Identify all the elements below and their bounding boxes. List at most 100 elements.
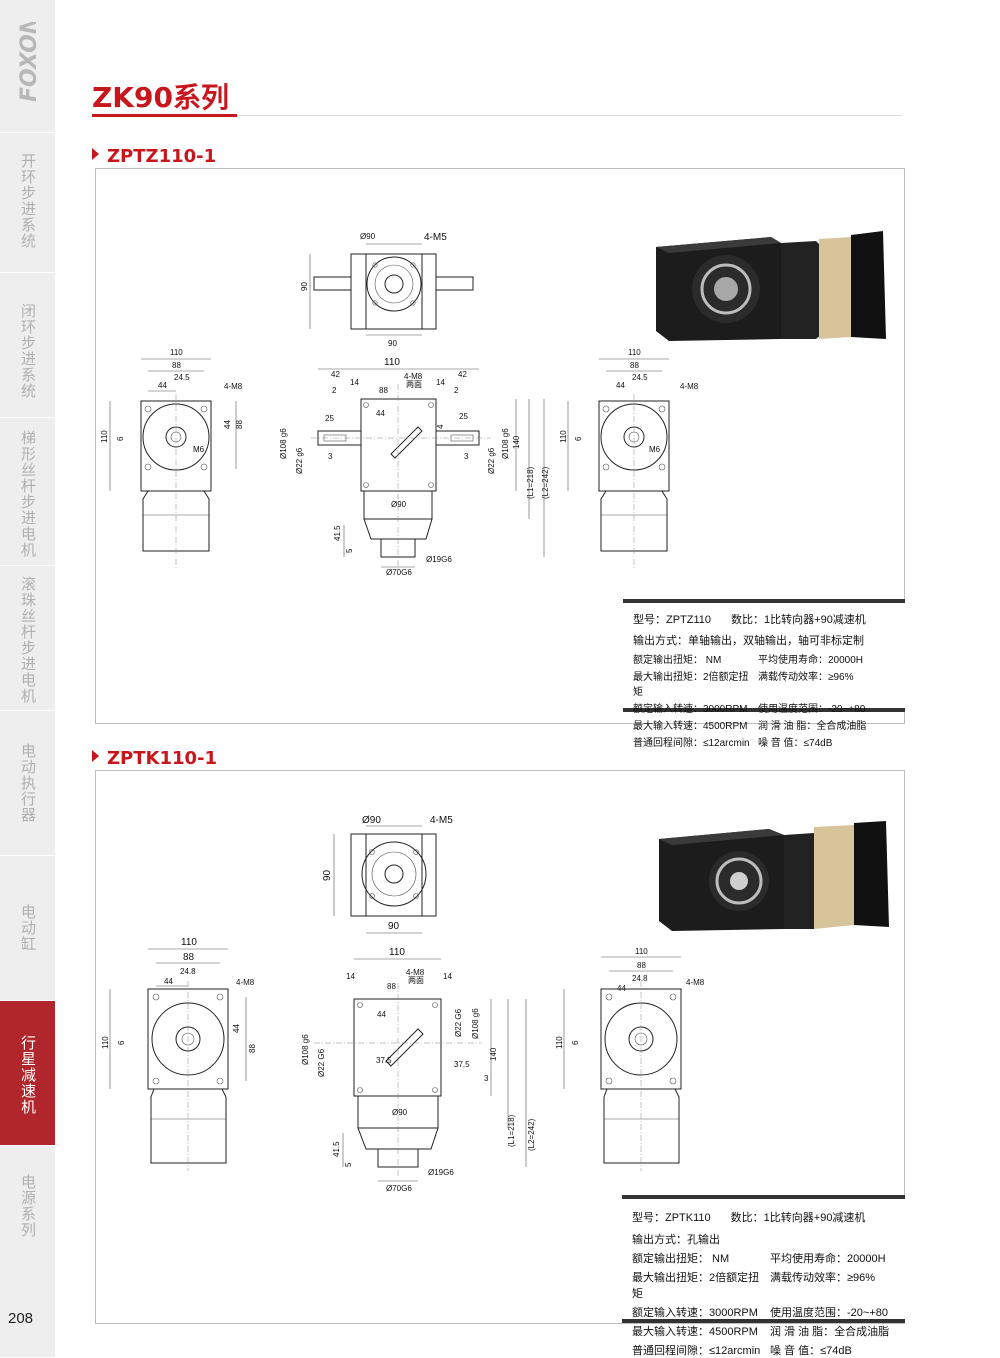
svg-text:42: 42 (458, 370, 467, 379)
svg-text:Ø22 g6: Ø22 g6 (487, 447, 496, 474)
svg-text:37.5: 37.5 (376, 1056, 392, 1065)
svg-text:5: 5 (345, 548, 354, 553)
svg-text:44: 44 (164, 977, 173, 986)
spec-item: 使用温度范围：-20~+80 (770, 1307, 888, 1319)
svg-text:110: 110 (628, 348, 641, 357)
sidebar-item-actuator[interactable]: 电动执行器 (0, 710, 55, 855)
spec-item: 普通回程间隙：≤12arcmin (633, 738, 750, 749)
svg-text:110: 110 (384, 357, 400, 368)
sidebar-item-power-supply[interactable]: 电源系列 (0, 1145, 55, 1290)
svg-text:6: 6 (116, 436, 125, 441)
technical-drawing-zptk: Ø90 4-M5 90 90 110 88 44 24.8 4-M8 110 (101, 815, 705, 1193)
svg-text:Ø108 g6: Ø108 g6 (279, 428, 288, 459)
center-view: 110 42 14 2 88 14 42 2 4-M8 两面 44 25 25 … (279, 357, 550, 577)
svg-text:6: 6 (117, 1040, 126, 1045)
spec-item: 满载传动效率：≥96% (770, 1272, 876, 1284)
brand-logo: FOXON (17, 22, 42, 102)
svg-text:41.5: 41.5 (332, 1141, 341, 1157)
svg-text:Ø90: Ø90 (360, 232, 376, 241)
svg-text:88: 88 (235, 420, 244, 429)
svg-text:3: 3 (328, 452, 333, 461)
svg-text:140: 140 (489, 1047, 498, 1061)
svg-text:两面: 两面 (406, 380, 422, 389)
svg-text:14: 14 (346, 972, 355, 981)
page-number: 208 (8, 1310, 34, 1327)
svg-text:Ø22 g6: Ø22 g6 (295, 447, 304, 474)
svg-text:44: 44 (377, 1010, 386, 1019)
svg-text:110: 110 (389, 947, 405, 958)
svg-text:24.8: 24.8 (180, 967, 196, 976)
svg-text:Ø22 G6: Ø22 G6 (454, 1008, 463, 1037)
technical-drawing-zptz: Ø90 4-M5 90 90 110 88 44 24.5 4-M8 110 (100, 232, 699, 577)
spec-item: 额定输出扭矩： NM (633, 655, 722, 666)
spec-item: 润 滑 油 脂：全合成油脂 (758, 721, 867, 732)
svg-text:44: 44 (616, 381, 625, 390)
svg-text:(L2=242): (L2=242) (541, 466, 550, 499)
sidebar-item-label: 电源系列 (19, 1174, 36, 1238)
spec-output: 输出方式：单轴输出，双轴输出，轴可非标定制 (633, 635, 864, 647)
svg-text:24.5: 24.5 (632, 373, 648, 382)
spec-item: 平均使用寿命：20000H (770, 1253, 886, 1265)
svg-text:(L2=242): (L2=242) (527, 1118, 536, 1151)
left-view: 110 88 44 24.5 4-M8 110 6 44 88 M6 (100, 348, 244, 569)
spec-model: 型号：ZPTK110 (632, 1212, 711, 1224)
top-view: Ø90 4-M5 90 90 (300, 232, 474, 348)
svg-text:88: 88 (387, 982, 396, 991)
svg-text:88: 88 (630, 361, 639, 370)
svg-text:4-M8: 4-M8 (406, 968, 425, 977)
svg-text:14: 14 (350, 378, 359, 387)
svg-text:25: 25 (459, 412, 468, 421)
sidebar-item-open-loop[interactable]: 开环步进系统 (0, 132, 55, 272)
svg-text:M6: M6 (649, 445, 661, 454)
svg-text:24.5: 24.5 (174, 373, 190, 382)
sidebar-item-label: 梯形丝杆步进电机 (19, 430, 36, 558)
product-photo-zptz (656, 231, 886, 341)
svg-text:2: 2 (332, 386, 337, 395)
svg-text:42: 42 (331, 370, 340, 379)
top-view: Ø90 4-M5 90 90 (322, 815, 453, 934)
svg-text:24.8: 24.8 (632, 974, 648, 983)
svg-text:两面: 两面 (408, 976, 424, 985)
svg-text:110: 110 (635, 947, 648, 956)
section-title-zptz: ZPTZ110-1 (92, 146, 216, 167)
sidebar-item-planetary-reducer[interactable]: 行星减速机 (0, 1000, 55, 1145)
svg-text:90: 90 (388, 339, 397, 348)
svg-text:110: 110 (559, 430, 568, 443)
svg-text:4-M8: 4-M8 (680, 382, 699, 391)
sidebar-item-label: 滚珠丝杆步进电机 (19, 576, 36, 704)
sidebar-item-closed-loop[interactable]: 闭环步进系统 (0, 272, 55, 417)
spec-item: 最大输入转速：4500RPM (633, 721, 748, 732)
svg-text:4-M8: 4-M8 (404, 372, 423, 381)
sidebar-item-cylinder[interactable]: 电动缸 (0, 855, 55, 1000)
svg-text:44: 44 (223, 420, 232, 429)
spec-item: 额定输入转速：3000RPM (632, 1307, 758, 1319)
svg-text:6: 6 (574, 436, 583, 441)
svg-text:140: 140 (512, 435, 521, 449)
spec-output: 输出方式：孔输出 (632, 1234, 720, 1246)
svg-text:4: 4 (436, 424, 445, 429)
center-view: 110 14 88 14 4-M8 两面 44 37.5 37.5 Ø108 g… (301, 947, 536, 1193)
svg-text:4-M5: 4-M5 (424, 232, 447, 243)
sidebar-item-label: 闭环步进系统 (19, 303, 36, 399)
left-view: 110 88 44 24.8 4-M8 110 6 44 88 (101, 937, 257, 1171)
sidebar-item-ball-screw[interactable]: 滚珠丝杆步进电机 (0, 565, 55, 710)
sidebar-item-label: 电动执行器 (19, 743, 36, 823)
spec-item: 润 滑 油 脂：全合成油脂 (770, 1326, 890, 1338)
svg-text:44: 44 (617, 984, 626, 993)
spec-item: 满载传动效率：≥96% (758, 672, 854, 683)
svg-text:5: 5 (344, 1162, 353, 1167)
svg-text:(L1=218): (L1=218) (507, 1114, 516, 1147)
svg-text:Ø108 g6: Ø108 g6 (471, 1008, 480, 1039)
product-panel-zptz: Ø90 4-M5 90 90 110 88 44 24.5 4-M8 110 (95, 168, 905, 749)
spec-item: 噪 音 值：≤74dB (758, 738, 833, 749)
spec-item: 噪 音 值：≤74dB (770, 1345, 852, 1357)
sidebar-item-label: 开环步进系统 (19, 153, 36, 249)
svg-text:6: 6 (571, 1040, 580, 1045)
sidebar-item-trapezoid-screw[interactable]: 梯形丝杆步进电机 (0, 417, 55, 565)
svg-text:Ø70G6: Ø70G6 (386, 1184, 412, 1193)
svg-text:90: 90 (388, 921, 400, 932)
svg-text:M6: M6 (193, 445, 205, 454)
svg-text:4-M8: 4-M8 (236, 978, 255, 987)
svg-text:4-M5: 4-M5 (430, 815, 453, 826)
